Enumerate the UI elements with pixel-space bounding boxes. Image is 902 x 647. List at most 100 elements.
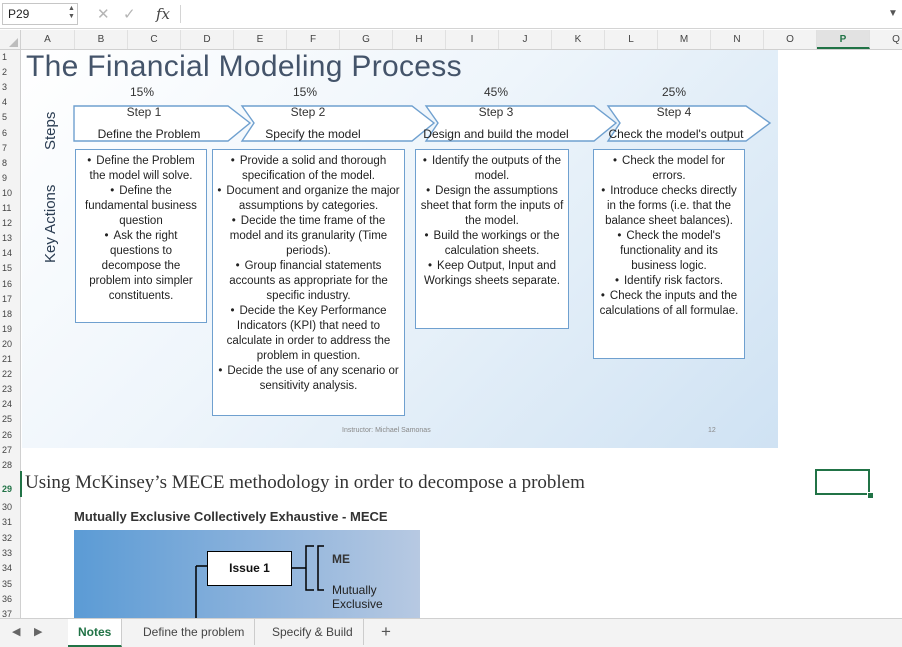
row-header-26[interactable]: 26 bbox=[2, 429, 13, 440]
step-4-percent: 25% bbox=[661, 85, 687, 99]
step-chevrons bbox=[73, 105, 772, 142]
column-header-H[interactable]: H bbox=[393, 30, 446, 49]
row-header-34[interactable]: 34 bbox=[2, 563, 13, 574]
scroll-tabs-right-icon[interactable]: ▶ bbox=[34, 626, 43, 638]
insert-function-icon[interactable]: fx bbox=[156, 5, 171, 23]
row-header-29[interactable]: 29 bbox=[2, 484, 13, 494]
row-header-9[interactable]: 9 bbox=[2, 172, 8, 183]
key-actions-label: Key Actions bbox=[42, 184, 59, 263]
row-header-15[interactable]: 15 bbox=[2, 263, 13, 274]
column-header-L[interactable]: L bbox=[605, 30, 658, 49]
row-header-25[interactable]: 25 bbox=[2, 414, 13, 425]
step-1-chevron bbox=[73, 105, 252, 142]
sheet-tab-define-the-problem[interactable]: Define the problem bbox=[133, 619, 256, 645]
formula-bar-separator bbox=[180, 5, 181, 23]
column-header-N[interactable]: N bbox=[711, 30, 764, 49]
row-header-4[interactable]: 4 bbox=[2, 97, 8, 108]
step-1-subtitle: Define the Problem bbox=[97, 127, 201, 141]
add-sheet-icon[interactable]: + bbox=[381, 622, 391, 641]
embedded-slide-image[interactable]: The Financial Modeling Process Steps Key… bbox=[22, 50, 778, 448]
row-header-6[interactable]: 6 bbox=[2, 127, 8, 138]
mece-connectors bbox=[195, 545, 324, 618]
step-3-action: •Build the workings or the calculation s… bbox=[424, 230, 560, 257]
name-box[interactable]: P29 bbox=[2, 3, 78, 25]
step-1-action: •Ask the right questions to decompose th… bbox=[89, 230, 193, 302]
enter-icon[interactable]: ✓ bbox=[123, 6, 136, 23]
row-header-18[interactable]: 18 bbox=[2, 308, 13, 319]
step-2-action: •Provide a solid and thorough specificat… bbox=[230, 155, 387, 182]
column-header-B[interactable]: B bbox=[75, 30, 128, 49]
row-header-37[interactable]: 37 bbox=[2, 609, 13, 618]
row-header-2[interactable]: 2 bbox=[2, 67, 8, 78]
column-header-G[interactable]: G bbox=[340, 30, 393, 49]
step-4-subtitle: Check the model's output bbox=[608, 127, 744, 141]
row-header-10[interactable]: 10 bbox=[2, 187, 13, 198]
column-header-Q[interactable]: Q bbox=[870, 30, 902, 49]
row-header-17[interactable]: 17 bbox=[2, 293, 13, 304]
row-header-13[interactable]: 13 bbox=[2, 233, 13, 244]
row-header-23[interactable]: 23 bbox=[2, 384, 13, 395]
column-header-C[interactable]: C bbox=[128, 30, 181, 49]
column-header-J[interactable]: J bbox=[499, 30, 552, 49]
row-header-19[interactable]: 19 bbox=[2, 323, 13, 334]
row-header-5[interactable]: 5 bbox=[2, 112, 8, 123]
row-header-32[interactable]: 32 bbox=[2, 532, 13, 543]
step-4-action: •Identify risk factors. bbox=[614, 275, 724, 287]
row-header-33[interactable]: 33 bbox=[2, 547, 13, 558]
sheet-tab-specify-build[interactable]: Specify & Build bbox=[262, 619, 364, 645]
active-cell-P29[interactable] bbox=[815, 469, 870, 495]
row-header-22[interactable]: 22 bbox=[2, 369, 13, 380]
row-header-1[interactable]: 1 bbox=[2, 52, 8, 62]
column-header-F[interactable]: F bbox=[287, 30, 340, 49]
row-header-12[interactable]: 12 bbox=[2, 218, 13, 229]
step-3-chevron bbox=[424, 105, 618, 142]
row-header-31[interactable]: 31 bbox=[2, 517, 13, 528]
sheet-tab-notes[interactable]: Notes bbox=[68, 619, 123, 647]
row-header-30[interactable]: 30 bbox=[2, 502, 13, 512]
row-header-28[interactable]: 28 bbox=[2, 459, 13, 470]
scroll-tabs-left-icon[interactable]: ◀ bbox=[12, 626, 21, 638]
column-header-I[interactable]: I bbox=[446, 30, 499, 49]
step-2-action: •Group financial statements accounts as … bbox=[229, 260, 388, 302]
formula-input[interactable] bbox=[186, 4, 876, 24]
row-header-36[interactable]: 36 bbox=[2, 593, 13, 604]
step-2-action: •Document and organize the major assumpt… bbox=[217, 185, 400, 212]
step-1-action: •Define the Problem the model will solve… bbox=[87, 155, 195, 182]
column-header-O[interactable]: O bbox=[764, 30, 817, 49]
column-header-D[interactable]: D bbox=[181, 30, 234, 49]
row-header-24[interactable]: 24 bbox=[2, 399, 13, 410]
row-header-3[interactable]: 3 bbox=[2, 82, 8, 93]
row-header-14[interactable]: 14 bbox=[2, 248, 13, 259]
step-2-actions: •Provide a solid and thorough specificat… bbox=[212, 149, 405, 416]
name-box-spinner-icon[interactable]: ▲▼ bbox=[68, 5, 75, 20]
row-header-21[interactable]: 21 bbox=[2, 354, 13, 364]
column-header-E[interactable]: E bbox=[234, 30, 287, 49]
step-2-chevron bbox=[240, 105, 436, 142]
row-header-35[interactable]: 35 bbox=[2, 578, 13, 589]
row-header-11[interactable]: 11 bbox=[2, 203, 12, 213]
slide-title: The Financial Modeling Process bbox=[26, 50, 462, 83]
row-header-16[interactable]: 16 bbox=[2, 278, 13, 289]
column-header-K[interactable]: K bbox=[552, 30, 605, 49]
column-header-M[interactable]: M bbox=[658, 30, 711, 49]
mece-heading-cell[interactable]: Using McKinsey’s MECE methodology in ord… bbox=[25, 472, 585, 493]
fill-handle[interactable] bbox=[867, 492, 874, 499]
cancel-icon[interactable]: ✕ bbox=[97, 6, 110, 23]
row-header-20[interactable]: 20 bbox=[2, 338, 13, 349]
mece-title: Mutually Exclusive Collectively Exhausti… bbox=[74, 509, 388, 524]
row-header-7[interactable]: 7 bbox=[2, 142, 8, 153]
row-header-27[interactable]: 27 bbox=[2, 444, 13, 455]
formula-bar: P29 ▲▼ ✕ ✓ fx ▼ bbox=[0, 0, 902, 29]
step-2-percent: 15% bbox=[292, 85, 318, 99]
step-3-action: •Keep Output, Input and Workings sheets … bbox=[424, 260, 560, 287]
expand-formula-bar-icon[interactable]: ▼ bbox=[888, 8, 898, 19]
row-header-8[interactable]: 8 bbox=[2, 157, 8, 168]
column-header-A[interactable]: A bbox=[21, 30, 75, 49]
step-2-action: •Decide the time frame of the model and … bbox=[229, 215, 388, 257]
select-all-button[interactable] bbox=[0, 30, 21, 49]
column-header-P[interactable]: P bbox=[817, 30, 870, 49]
step-3-percent: 45% bbox=[483, 85, 509, 99]
